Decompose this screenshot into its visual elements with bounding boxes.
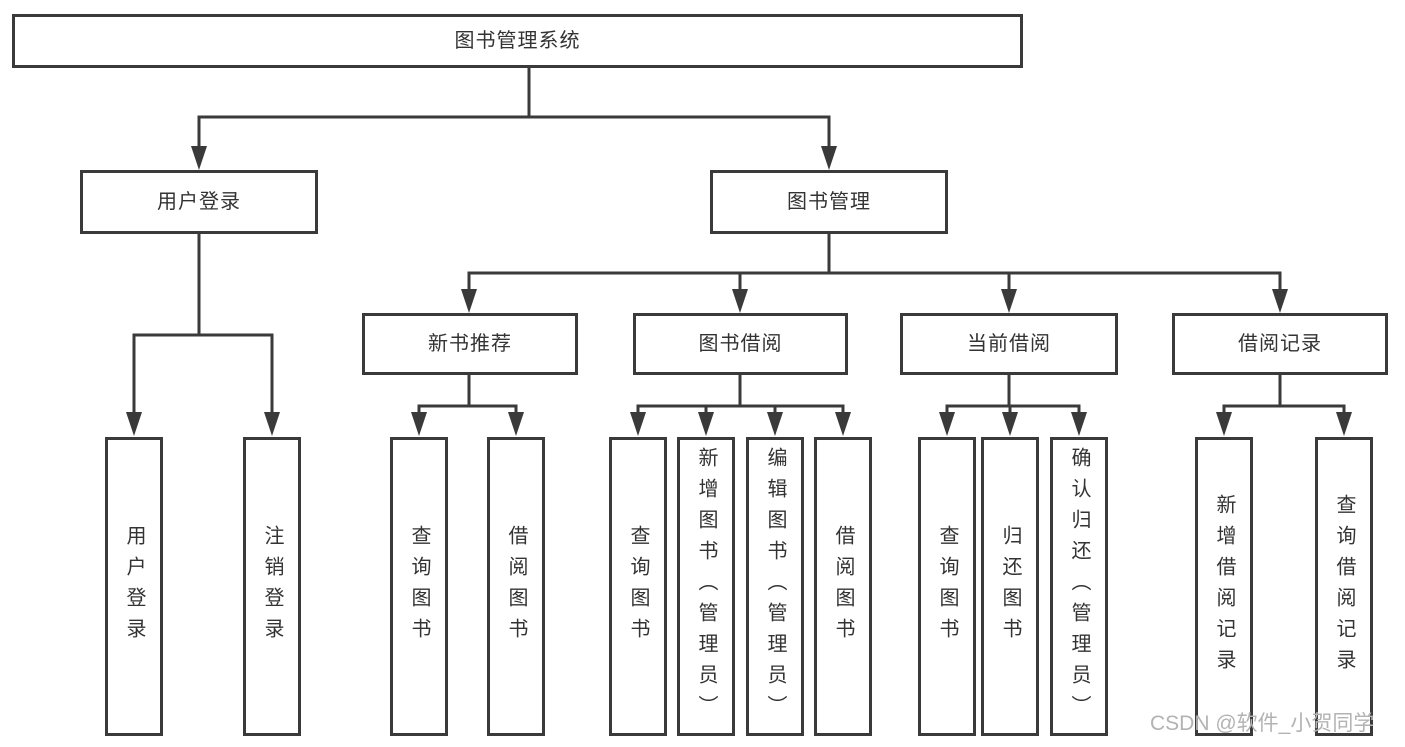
leaf-add-books-admin-label: 新增图书（管理员） xyxy=(695,447,717,726)
leaf-confirm-return-admin-label: 确认归还（管理员） xyxy=(1068,447,1090,726)
leaf-add-books-admin: 新增图书（管理员） xyxy=(677,437,735,736)
leaf-current-query-books: 查询图书 xyxy=(918,437,976,736)
node-book-borrowing: 图书借阅 xyxy=(633,313,848,375)
leaf-edit-books-admin-label: 编辑图书（管理员） xyxy=(764,447,786,726)
node-book-management-label: 图书管理 xyxy=(787,191,871,213)
leaf-recommend-borrow-books-label: 借阅图书 xyxy=(505,524,527,649)
leaf-user-login: 用户登录 xyxy=(105,437,163,736)
node-borrowing-records: 借阅记录 xyxy=(1172,313,1388,375)
node-book-management: 图书管理 xyxy=(710,170,948,234)
leaf-query-borrow-record: 查询借阅记录 xyxy=(1315,437,1373,736)
node-borrowing-records-label: 借阅记录 xyxy=(1238,333,1322,355)
csdn-watermark: CSDN @软件_小贺同学 xyxy=(1150,712,1375,735)
node-current-borrowing: 当前借阅 xyxy=(900,313,1118,375)
leaf-add-borrow-record: 新增借阅记录 xyxy=(1195,437,1253,736)
leaf-return-books: 归还图书 xyxy=(981,437,1039,736)
leaf-logout-login: 注销登录 xyxy=(243,437,301,736)
leaf-edit-books-admin: 编辑图书（管理员） xyxy=(746,437,804,736)
node-library-management-system: 图书管理系统 xyxy=(12,14,1023,68)
leaf-recommend-borrow-books: 借阅图书 xyxy=(487,437,545,736)
leaf-recommend-query-books: 查询图书 xyxy=(390,437,448,736)
leaf-borrowing-borrow-books: 借阅图书 xyxy=(814,437,872,736)
node-user-login-label: 用户登录 xyxy=(157,191,241,213)
leaf-return-books-label: 归还图书 xyxy=(999,524,1021,649)
leaf-add-borrow-record-label: 新增借阅记录 xyxy=(1213,493,1235,680)
leaf-confirm-return-admin: 确认归还（管理员） xyxy=(1050,437,1108,736)
node-library-management-system-label: 图书管理系统 xyxy=(454,30,581,52)
leaf-user-login-label: 用户登录 xyxy=(123,524,145,649)
node-book-borrowing-label: 图书借阅 xyxy=(698,333,783,355)
leaf-recommend-query-books-label: 查询图书 xyxy=(408,524,430,649)
leaf-query-borrow-record-label: 查询借阅记录 xyxy=(1333,493,1355,680)
leaf-current-query-books-label: 查询图书 xyxy=(936,524,958,649)
leaf-borrowing-borrow-books-label: 借阅图书 xyxy=(832,524,854,649)
leaf-borrowing-query-books-label: 查询图书 xyxy=(627,524,649,649)
leaf-logout-login-label: 注销登录 xyxy=(261,524,283,649)
node-current-borrowing-label: 当前借阅 xyxy=(967,333,1051,355)
node-new-book-recommendation: 新书推荐 xyxy=(362,313,578,375)
node-user-login: 用户登录 xyxy=(80,170,318,234)
leaf-borrowing-query-books: 查询图书 xyxy=(609,437,667,736)
node-new-book-recommendation-label: 新书推荐 xyxy=(428,333,512,355)
